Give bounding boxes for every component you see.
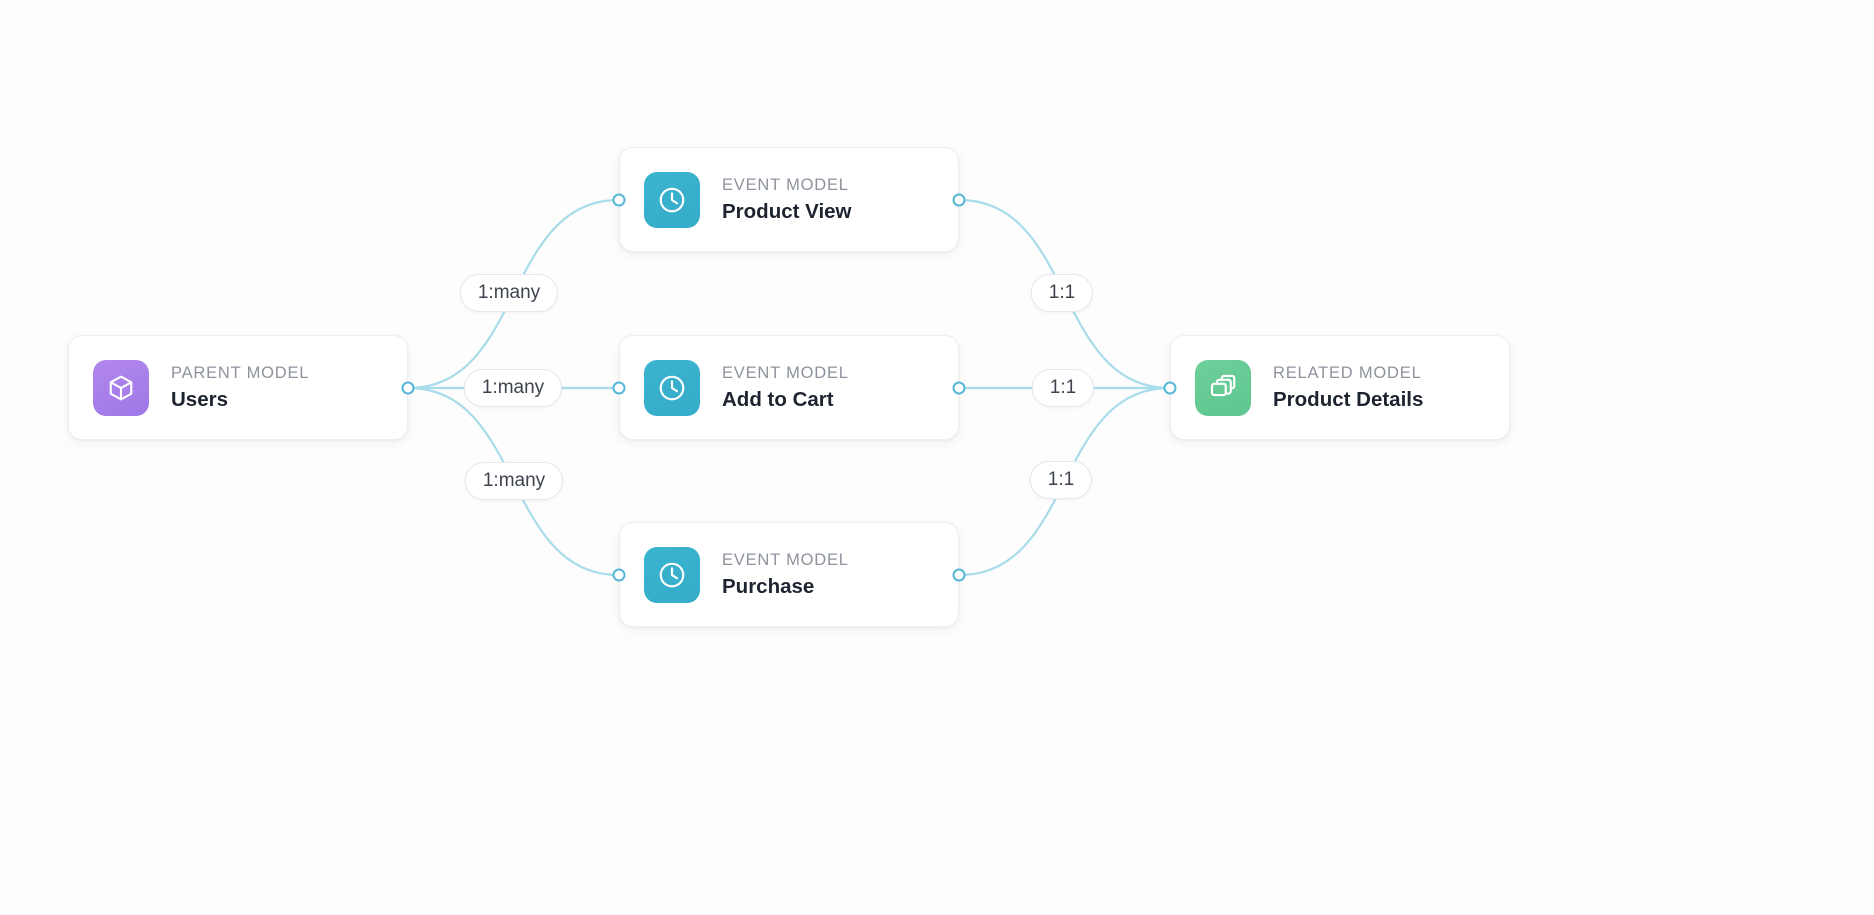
node-text: PARENT MODEL Users — [171, 362, 309, 414]
node-text: RELATED MODEL Product Details — [1273, 362, 1423, 414]
node-title: Purchase — [722, 574, 815, 598]
node-title: Product Details — [1273, 387, 1424, 411]
connection-port-add-to-cart-in[interactable] — [612, 381, 626, 395]
connection-port-purchase-out[interactable] — [952, 568, 966, 582]
relationship-badge-rel-users-purchase[interactable]: 1:many — [464, 462, 564, 500]
relationship-badge-rel-add-to-cart-details[interactable]: 1:1 — [1031, 369, 1095, 407]
node-text: EVENT MODEL Purchase — [722, 549, 849, 601]
node-kicker: EVENT MODEL — [722, 550, 849, 569]
node-kicker: RELATED MODEL — [1273, 363, 1422, 382]
relationship-badge-rel-users-product-view[interactable]: 1:many — [459, 274, 559, 312]
clock-icon — [644, 171, 700, 228]
clock-icon — [644, 359, 700, 416]
relationship-badge-rel-product-view-details[interactable]: 1:1 — [1030, 274, 1094, 312]
node-card-add-to-cart[interactable]: EVENT MODEL Add to Cart — [619, 335, 959, 440]
connection-port-add-to-cart-out[interactable] — [952, 381, 966, 395]
relationship-badge-rel-purchase-details[interactable]: 1:1 — [1029, 461, 1093, 499]
connection-port-product-view-in[interactable] — [612, 193, 626, 207]
node-kicker: PARENT MODEL — [171, 363, 310, 382]
node-text: EVENT MODEL Add to Cart — [722, 362, 849, 414]
node-card-product-details[interactable]: RELATED MODEL Product Details — [1170, 335, 1510, 440]
node-card-purchase[interactable]: EVENT MODEL Purchase — [619, 522, 959, 627]
node-kicker: EVENT MODEL — [722, 363, 849, 382]
connection-port-users-out[interactable] — [401, 381, 415, 395]
node-title: Users — [171, 387, 228, 411]
connection-port-product-view-out[interactable] — [952, 193, 966, 207]
node-kicker: EVENT MODEL — [722, 175, 849, 194]
node-text: EVENT MODEL Product View — [722, 174, 852, 226]
node-title: Product View — [722, 199, 852, 223]
node-card-users[interactable]: PARENT MODEL Users — [68, 335, 408, 440]
relationship-badge-rel-users-add-to-cart[interactable]: 1:many — [463, 369, 563, 407]
connection-port-purchase-in[interactable] — [612, 568, 626, 582]
node-card-product-view[interactable]: EVENT MODEL Product View — [619, 147, 959, 252]
clock-icon — [644, 546, 700, 603]
node-title: Add to Cart — [722, 387, 834, 411]
cube-icon — [93, 359, 149, 416]
connection-port-product-details-in[interactable] — [1163, 381, 1177, 395]
layers-icon — [1195, 359, 1251, 416]
